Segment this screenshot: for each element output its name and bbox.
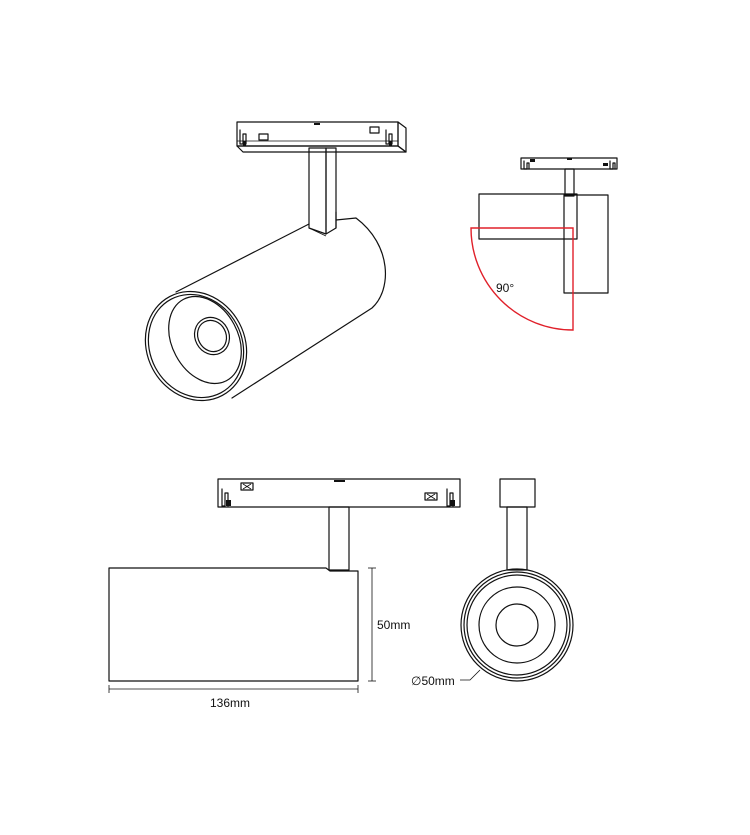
side-view: 50mm 136mm <box>108 478 461 710</box>
front-rings <box>460 568 574 682</box>
rotation-view: 90° <box>470 157 618 331</box>
height-label: 50mm <box>377 618 410 632</box>
side-stem <box>328 506 350 571</box>
side-track-adapter <box>217 478 461 508</box>
isometric-view <box>144 121 407 402</box>
diameter-dimension: ∅50mm <box>411 669 481 688</box>
iso-track-adapter <box>236 121 407 153</box>
length-label: 136mm <box>210 696 250 710</box>
rotation-stem <box>564 168 575 197</box>
rotation-angle-arc <box>470 227 574 331</box>
length-dimension: 136mm <box>108 685 359 710</box>
iso-front-face <box>144 290 248 402</box>
iso-cylinder-body <box>175 211 386 399</box>
rotation-head-vertical <box>563 194 609 294</box>
front-stem <box>506 506 528 571</box>
diameter-label: ∅50mm <box>411 674 455 688</box>
side-body <box>108 567 359 682</box>
front-view: ∅50mm <box>411 478 574 688</box>
rotation-track-adapter <box>520 157 618 170</box>
rotation-head-horizontal <box>478 193 578 240</box>
angle-label: 90° <box>496 281 514 295</box>
height-dimension: 50mm <box>368 567 410 682</box>
iso-stem <box>308 147 337 237</box>
front-track-adapter <box>499 478 536 508</box>
